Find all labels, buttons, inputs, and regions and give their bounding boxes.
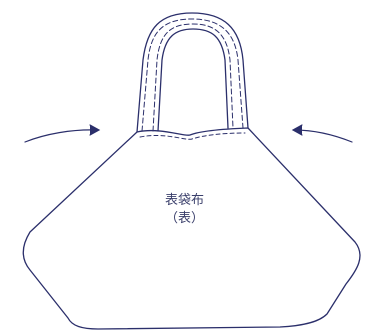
bag-body-outline <box>22 127 361 330</box>
fabric-label: 表袋布 <box>164 193 204 208</box>
handle-outer-outline <box>136 12 249 133</box>
arrow-right-icon <box>291 124 353 143</box>
arrow-left-icon <box>24 124 101 143</box>
handle-inner-outline <box>157 28 229 132</box>
handle-stitch-inner <box>152 23 234 132</box>
top-stitch-line <box>139 132 246 140</box>
handle-stitch-outer <box>141 18 244 132</box>
fabric-side-label: （表） <box>164 211 204 226</box>
